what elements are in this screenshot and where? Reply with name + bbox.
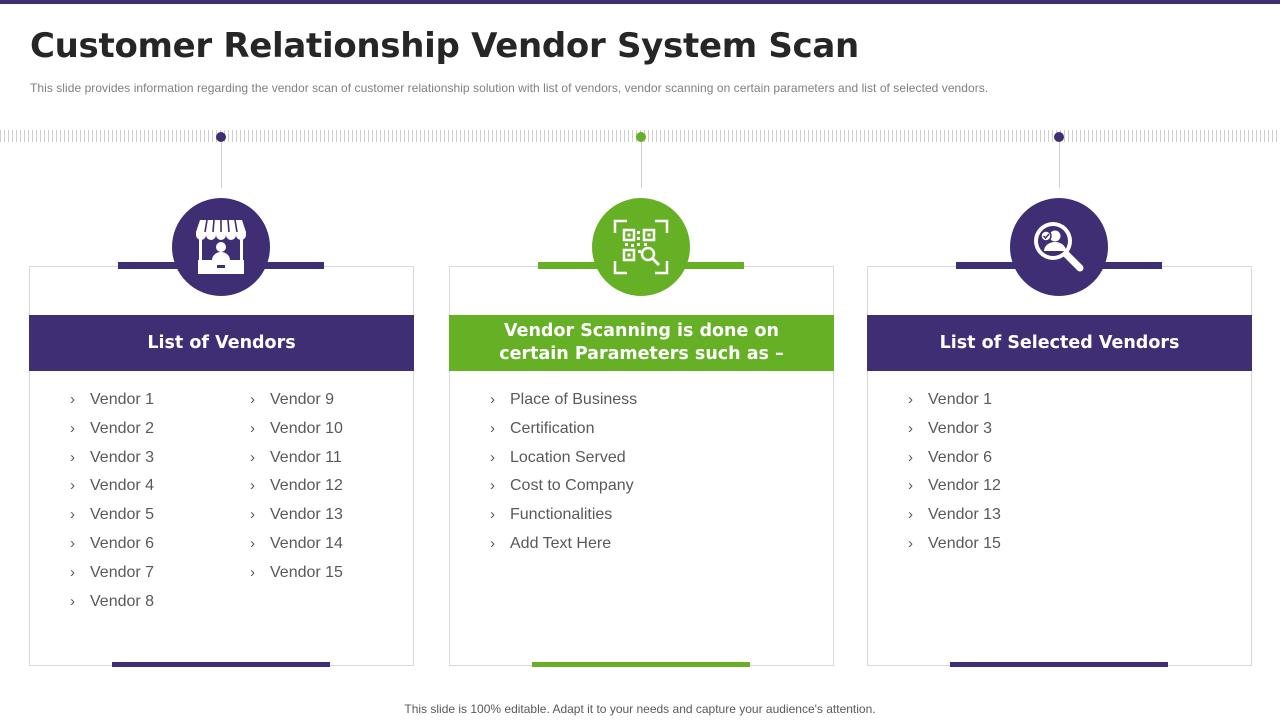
list-item: ›Vendor 15 <box>908 534 1001 552</box>
page-title: Customer Relationship Vendor System Scan <box>30 26 859 66</box>
list-item: ›Add Text Here <box>490 534 612 552</box>
list-item: ›Certification <box>490 419 595 437</box>
vendors-list-col2: ›Vendor 9 ›Vendor 10 ›Vendor 11 ›Vendor … <box>250 390 343 592</box>
list-item: ›Vendor 4 <box>70 477 155 495</box>
top-accent-bar <box>0 0 1280 4</box>
vendors-card-header: List of Vendors <box>29 315 414 371</box>
scanning-bottom-bar <box>532 662 750 667</box>
list-item: ›Vendor 8 <box>70 592 155 610</box>
connector-line-vendors <box>221 142 222 188</box>
user-search-icon <box>1034 222 1084 272</box>
connector-line-scanning <box>641 142 642 188</box>
vendors-icon-circle <box>172 198 270 296</box>
selected-card-header: List of Selected Vendors <box>867 315 1252 371</box>
vendors-card: List of Vendors <box>29 266 414 666</box>
selected-card: List of Selected Vendors <box>867 266 1252 666</box>
list-item: ›Vendor 6 <box>908 448 993 466</box>
list-item: ›Vendor 15 <box>250 563 343 581</box>
scanning-card: Vendor Scanning is done on certain Param… <box>449 266 834 666</box>
scanning-heading: Vendor Scanning is done on certain Param… <box>499 321 784 364</box>
connector-dot-vendors <box>216 132 226 142</box>
list-item: ›Vendor 12 <box>250 477 343 495</box>
list-item: ›Vendor 1 <box>908 391 993 408</box>
connector-line-selected <box>1059 142 1060 188</box>
list-item: ›Place of Business <box>490 391 638 408</box>
list-item: ›Vendor 1 <box>70 391 155 408</box>
list-item: ›Vendor 7 <box>70 563 155 581</box>
list-item: ›Functionalities <box>490 506 613 524</box>
list-item: ›Location Served <box>490 448 626 466</box>
list-item: ›Vendor 2 <box>70 419 155 437</box>
vendors-bottom-bar <box>112 662 330 667</box>
vendors-heading: List of Vendors <box>147 332 296 353</box>
list-item: ›Vendor 12 <box>908 477 1001 495</box>
list-item: ›Vendor 14 <box>250 534 343 552</box>
selected-heading: List of Selected Vendors <box>939 332 1180 353</box>
list-item: ›Vendor 13 <box>908 506 1001 524</box>
page-subtitle: This slide provides information regardin… <box>30 81 989 95</box>
list-item: ›Vendor 3 <box>908 419 993 437</box>
list-item: ›Vendor 11 <box>250 448 342 466</box>
selected-vendors-list: ›Vendor 1 ›Vendor 3 ›Vendor 6 ›Vendor 12… <box>908 390 1001 563</box>
storefront-icon <box>196 219 246 274</box>
list-item: ›Vendor 9 <box>250 391 335 408</box>
qr-scan-icon <box>613 219 669 275</box>
scanning-parameters-list: ›Place of Business ›Certification ›Locat… <box>490 390 637 563</box>
vendors-list-col1: ›Vendor 1 ›Vendor 2 ›Vendor 3 ›Vendor 4 … <box>70 390 154 620</box>
list-item: ›Cost to Company <box>490 477 634 495</box>
connector-dot-selected <box>1054 132 1064 142</box>
footer-note: This slide is 100% editable. Adapt it to… <box>404 702 876 716</box>
list-item: ›Vendor 3 <box>70 448 155 466</box>
list-item: ›Vendor 5 <box>70 506 155 524</box>
scanning-icon-circle <box>592 198 690 296</box>
list-item: ›Vendor 6 <box>70 534 155 552</box>
list-item: ›Vendor 13 <box>250 506 343 524</box>
list-item: ›Vendor 10 <box>250 419 343 437</box>
scanning-card-header: Vendor Scanning is done on certain Param… <box>449 315 834 371</box>
connector-dot-scanning <box>636 132 646 142</box>
selected-bottom-bar <box>950 662 1168 667</box>
selected-icon-circle <box>1010 198 1108 296</box>
